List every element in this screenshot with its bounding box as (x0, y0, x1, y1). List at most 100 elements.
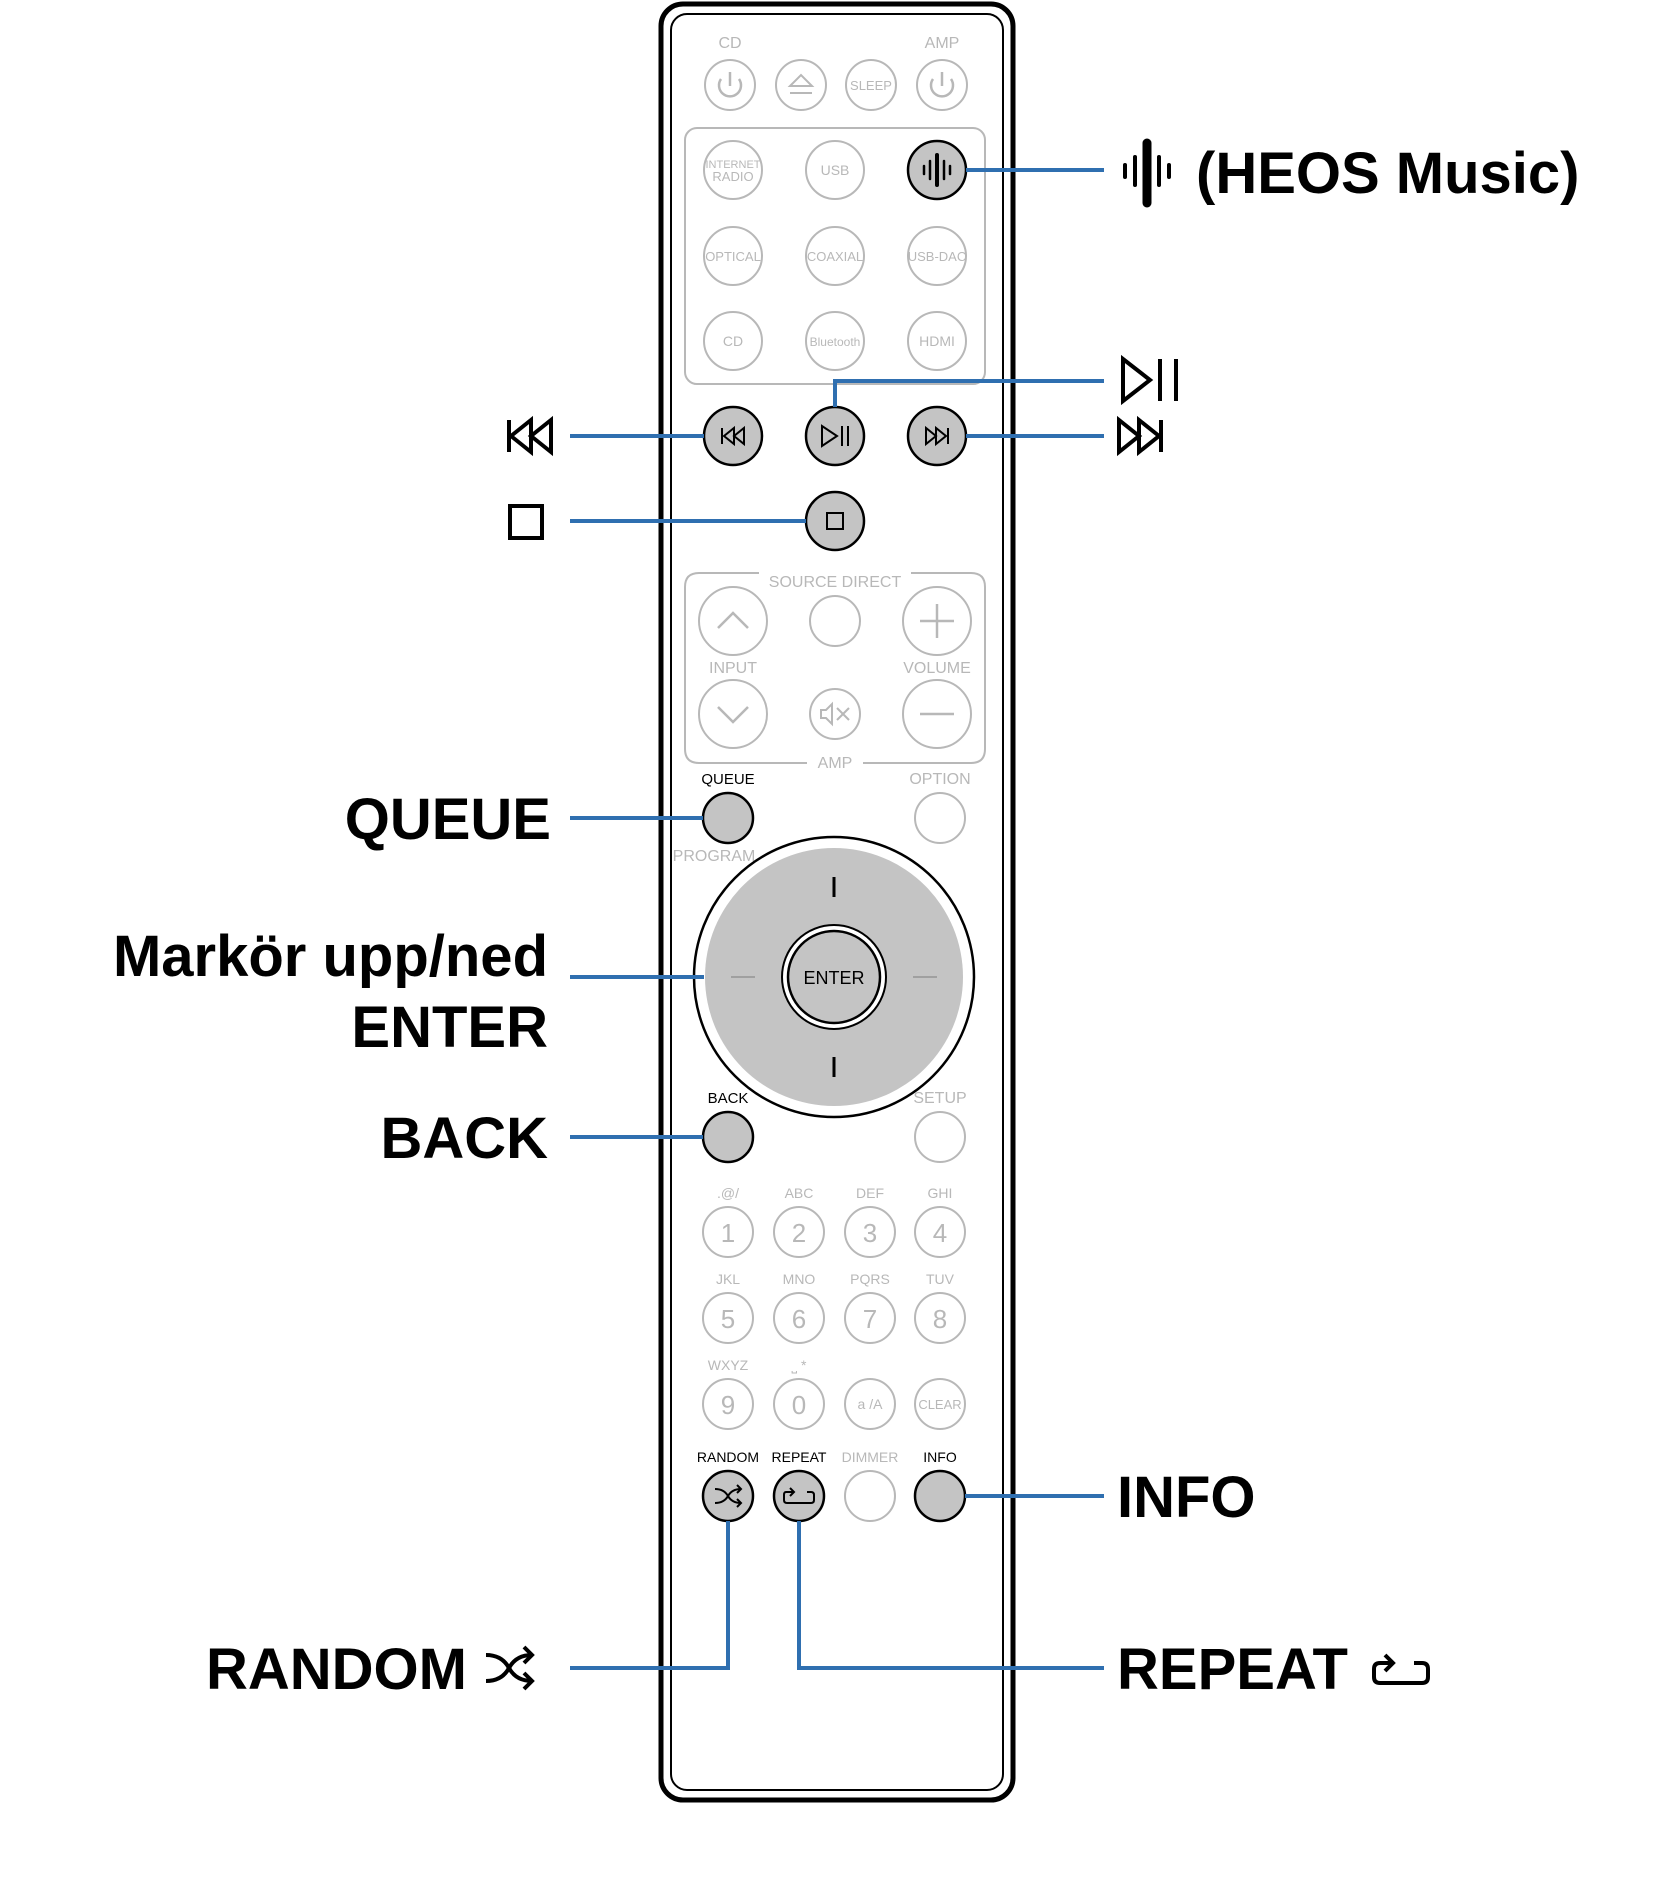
sleep-button[interactable]: SLEEP (845, 59, 897, 111)
amp-label: AMP (925, 35, 960, 52)
random-label: RANDOM (697, 1449, 759, 1465)
repeat-button[interactable] (772, 1469, 826, 1523)
play-pause-button[interactable] (804, 405, 866, 467)
option-button[interactable] (914, 792, 966, 844)
cd-power-button[interactable] (704, 59, 756, 111)
queue-button[interactable] (701, 791, 755, 845)
key-5-button[interactable]: 5 (702, 1292, 754, 1344)
hdmi-button[interactable]: HDMI (907, 311, 967, 371)
random-button[interactable] (701, 1469, 755, 1523)
info-label: INFO (923, 1449, 957, 1465)
repeat-label: REPEAT (772, 1449, 827, 1465)
key-3-button[interactable]: 3 (844, 1206, 896, 1258)
amp-panel-label: AMP (818, 755, 853, 772)
key-sub-4: GHI (928, 1185, 953, 1201)
skip-forward-icon (925, 425, 949, 447)
power-icon (929, 72, 955, 98)
heos-music-button[interactable] (906, 139, 968, 201)
chevron-up-icon (717, 611, 749, 629)
coaxial-button[interactable]: COAXIAL (805, 226, 865, 286)
back-callout-label: BACK (380, 1106, 548, 1171)
volume-label: VOLUME (903, 660, 971, 677)
amp-panel (684, 572, 986, 764)
key-6-label: 6 (792, 1304, 806, 1334)
key-8-label: 8 (933, 1304, 947, 1334)
key-2-button[interactable]: 2 (773, 1206, 825, 1258)
cursor-callout-label: Markör upp/ned (113, 924, 548, 989)
play-pause-callout-icon (1121, 354, 1178, 406)
usb-dac-label: USB-DAC (908, 249, 967, 264)
play-pause-icon (821, 424, 849, 448)
optical-button[interactable]: OPTICAL (703, 226, 763, 286)
eject-icon (787, 73, 815, 94)
amp-power-button[interactable] (916, 59, 968, 111)
clear-label: CLEAR (918, 1397, 961, 1412)
input-up-button[interactable] (698, 586, 768, 656)
bluetooth-button[interactable]: Bluetooth (805, 311, 865, 371)
input-label: INPUT (709, 660, 757, 677)
key-sub-3: DEF (856, 1185, 884, 1201)
repeat-callout-label: REPEAT (1117, 1637, 1348, 1702)
volume-up-button[interactable] (902, 586, 972, 656)
key-sub-2: ABC (785, 1185, 814, 1201)
internet-radio-button[interactable]: INTERNET RADIO (703, 140, 763, 200)
case-toggle-button[interactable]: a /A (844, 1378, 896, 1430)
queue-label: QUEUE (701, 771, 754, 788)
shuffle-callout-icon (485, 1645, 535, 1691)
key-7-button[interactable]: 7 (844, 1292, 896, 1344)
setup-label: SETUP (913, 1090, 966, 1107)
clear-button[interactable]: CLEAR (914, 1378, 966, 1430)
stop-callout-icon (508, 504, 544, 540)
leader-repeat (797, 1521, 1104, 1670)
internet-radio-label-2: RADIO (712, 169, 753, 184)
back-label: BACK (708, 1090, 749, 1107)
skip-forward-button[interactable] (906, 405, 968, 467)
skip-forward-callout-icon (1117, 415, 1163, 457)
key-5-label: 5 (721, 1304, 735, 1334)
dimmer-button[interactable] (844, 1470, 896, 1522)
key-sub-1: .@/ (717, 1185, 739, 1201)
skip-back-callout-icon (507, 415, 553, 457)
key-4-button[interactable]: 4 (914, 1206, 966, 1258)
leader-lines (570, 168, 1104, 1670)
key-0-button[interactable]: 0 (773, 1378, 825, 1430)
key-6-button[interactable]: 6 (773, 1292, 825, 1344)
key-1-button[interactable]: 1 (702, 1206, 754, 1258)
hdmi-label: HDMI (919, 333, 955, 349)
optical-label: OPTICAL (705, 249, 761, 264)
source-direct-button[interactable] (809, 595, 861, 647)
key-9-label: 9 (721, 1390, 735, 1420)
leader-random (570, 1521, 730, 1670)
option-label: OPTION (909, 771, 970, 788)
skip-back-icon (721, 425, 745, 447)
key-9-button[interactable]: 9 (702, 1378, 754, 1430)
usb-button[interactable]: USB (805, 140, 865, 200)
chevron-down-icon (717, 706, 749, 724)
dimmer-label: DIMMER (842, 1449, 899, 1465)
cd-input-label: CD (723, 333, 743, 349)
cd-input-button[interactable]: CD (703, 311, 763, 371)
info-button[interactable] (913, 1469, 967, 1523)
key-8-button[interactable]: 8 (914, 1292, 966, 1344)
heos-callout-label: (HEOS Music) (1196, 141, 1580, 206)
plus-icon (920, 604, 954, 638)
setup-button[interactable] (914, 1111, 966, 1163)
mute-button[interactable] (809, 688, 861, 740)
heos-callout-icon (1123, 138, 1171, 208)
eject-button[interactable] (775, 59, 827, 111)
volume-down-button[interactable] (902, 679, 972, 749)
enter-button[interactable]: ENTER (781, 924, 887, 1030)
back-button[interactable] (701, 1110, 755, 1164)
usb-dac-button[interactable]: USB-DAC (907, 226, 967, 286)
source-direct-label: SOURCE DIRECT (769, 574, 902, 591)
enter-label: ENTER (803, 968, 864, 988)
key-sub-6: MNO (783, 1271, 816, 1287)
skip-back-button[interactable] (702, 405, 764, 467)
queue-callout-label: QUEUE (345, 787, 551, 852)
stop-button[interactable] (804, 490, 866, 552)
cd-label: CD (718, 35, 741, 52)
repeat-callout-icon (1372, 1653, 1430, 1685)
power-icon (717, 72, 743, 98)
input-down-button[interactable] (698, 679, 768, 749)
